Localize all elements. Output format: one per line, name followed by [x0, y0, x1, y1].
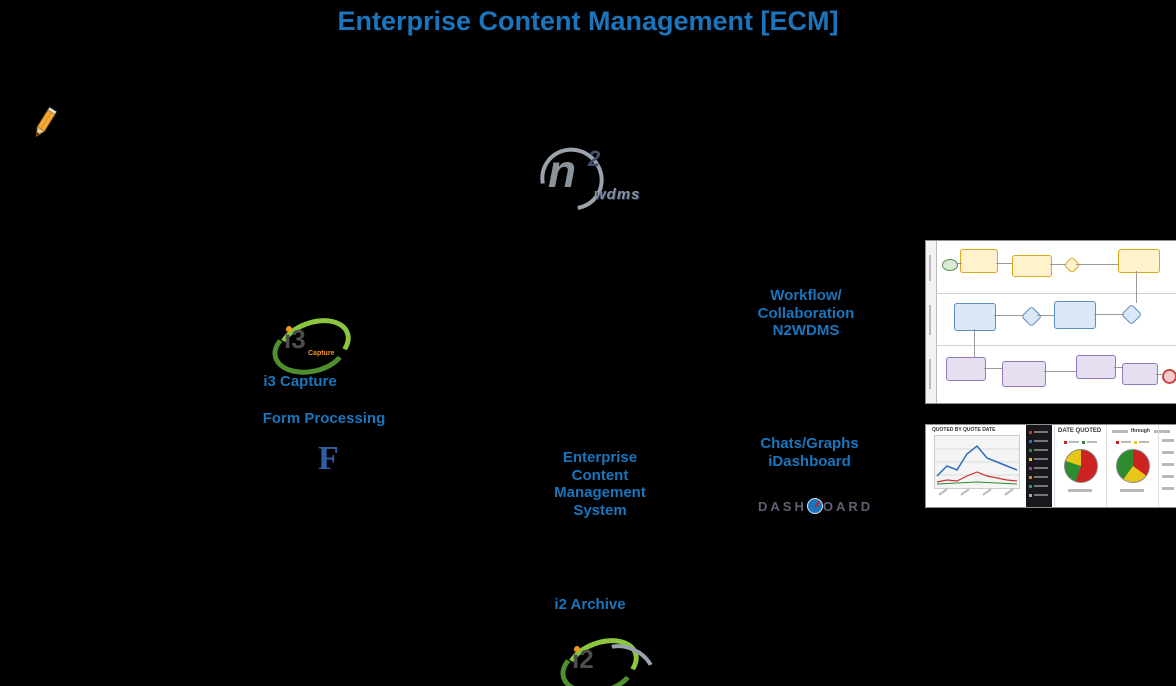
bpmn-connector: [1050, 264, 1066, 265]
dash-range-word: through: [1131, 428, 1150, 434]
bpmn-connector: [956, 263, 962, 264]
n2wdms-logo-n: n: [548, 145, 577, 197]
bpmn-lane-label-3: [929, 359, 931, 389]
charts-line-2: iDashboard: [768, 452, 851, 470]
i3-capture-logo: i3 Capture: [266, 308, 359, 382]
workflow-label: Workflow/ Collaboration N2WDMS: [726, 287, 886, 340]
dash-divider-2: [1106, 425, 1107, 507]
n2wdms-logo: n 2 wdms: [528, 135, 682, 223]
idashboard-logo-left: DASH: [758, 498, 807, 514]
bpmn-connector: [1044, 371, 1076, 372]
bpmn-task-yellow-3: [1118, 249, 1160, 273]
dash-divider-3: [1158, 425, 1159, 507]
bpmn-lane-sidebar: [926, 241, 937, 403]
bpmn-start-node: [942, 259, 958, 271]
i3-capture-label: i3 Capture: [263, 373, 337, 390]
dash-pie-1: [1064, 449, 1098, 483]
bpmn-gateway-yellow: [1063, 256, 1081, 274]
ecm-system-label: Enterprise Content Management System: [515, 449, 685, 520]
bpmn-gateway-blue-2: [1120, 303, 1143, 326]
i2-archive-label: i2 Archive: [554, 596, 626, 613]
bpmn-gateway-blue-1: [1020, 305, 1043, 328]
ecm-line-1: Enterprise: [562, 449, 638, 466]
bpmn-task-yellow-2: [1012, 255, 1052, 277]
dash-pie-2-label: [1120, 489, 1144, 492]
dash-line-chart: [934, 435, 1020, 489]
bpmn-connector: [1136, 271, 1137, 303]
bpmn-lane-divider-2: [936, 345, 1176, 346]
dash-legend-strip: [1026, 425, 1052, 507]
workflow-line-1: Workflow/: [770, 287, 842, 304]
workflow-line-3: N2WDMS: [772, 322, 840, 340]
dash-header: DATE QUOTED: [1058, 428, 1102, 434]
workflow-screenshot: [925, 240, 1176, 404]
bpmn-connector: [1156, 374, 1162, 375]
bpmn-connector: [994, 315, 1024, 316]
dashboard-screenshot: QUOTED BY QUOTE DATE D: [925, 424, 1176, 508]
i3-logo-capture-text: Capture: [308, 350, 335, 357]
bpmn-task-yellow-1: [960, 249, 998, 273]
bpmn-lane-divider-1: [936, 293, 1176, 294]
ecm-line-3: Management: [554, 484, 646, 502]
idashboard-logo: DASH OARD: [758, 496, 888, 516]
form-processing-label: Form Processing: [262, 410, 386, 427]
bpmn-lane-label-1: [929, 255, 931, 281]
bpmn-task-purple-1: [946, 357, 986, 381]
charts-label: Chats/Graphs iDashboard: [737, 435, 882, 470]
bpmn-task-purple-3: [1076, 355, 1116, 379]
bpmn-connector: [1094, 314, 1124, 315]
i2-archive-logo: i2: [552, 628, 663, 686]
workflow-line-2: Collaboration: [757, 304, 855, 322]
idashboard-logo-right: OARD: [822, 498, 874, 514]
i3-logo-orange-dot: [286, 326, 292, 332]
pencil-icon: [26, 104, 62, 144]
charts-line-1: Chats/Graphs: [760, 435, 859, 452]
bpmn-connector: [1037, 315, 1054, 316]
n2wdms-logo-wdms: wdms: [594, 186, 641, 203]
ecm-line-4: System: [573, 502, 627, 520]
dash-divider-1: [1054, 425, 1055, 507]
dash-date-to: [1154, 430, 1170, 433]
idashboard-gauge-icon: [806, 498, 823, 514]
dash-pie-1-label: [1068, 489, 1092, 492]
bpmn-connector: [1114, 367, 1122, 368]
bpmn-end-node: [1162, 369, 1176, 384]
bpmn-task-blue-2: [1054, 301, 1096, 329]
page-title: Enterprise Content Management [ECM]: [337, 6, 839, 36]
dash-date-from: [1112, 430, 1128, 433]
n2wdms-logo-2: 2: [588, 146, 601, 171]
bpmn-connector: [974, 329, 975, 357]
bpmn-task-blue-1: [954, 303, 996, 331]
bpmn-connector: [984, 368, 1002, 369]
bpmn-connector: [996, 263, 1012, 264]
bpmn-connector: [1076, 264, 1118, 265]
dash-line-chart-title: QUOTED BY QUOTE DATE: [932, 427, 996, 433]
bpmn-task-purple-4: [1122, 363, 1158, 385]
dash-pie-2: [1116, 449, 1150, 483]
bpmn-task-purple-2: [1002, 361, 1046, 387]
ecm-line-2: Content: [571, 466, 629, 484]
bpmn-lane-label-2: [929, 305, 931, 335]
form-processing-f-logo: F: [318, 440, 339, 477]
i2-logo-orange-dot: [574, 646, 580, 652]
